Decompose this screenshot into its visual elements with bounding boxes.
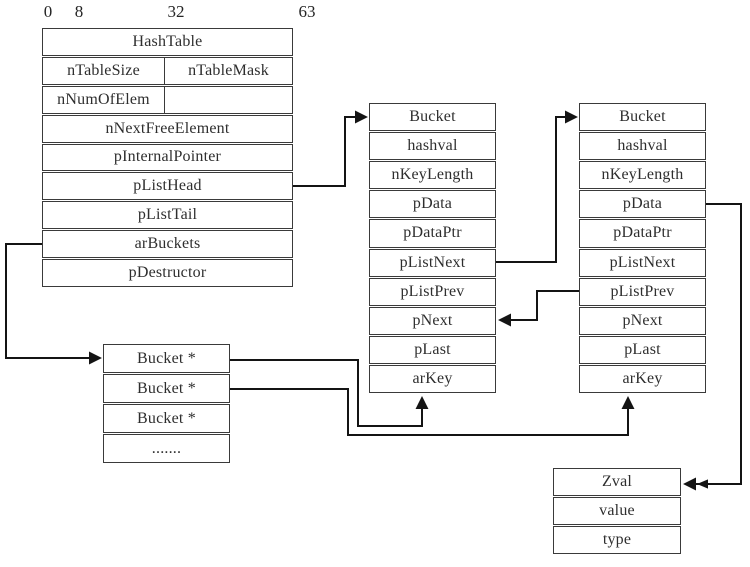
bucket2-field-pnext: pNext <box>579 306 706 335</box>
field-nnumofelem: nNumOfElem <box>43 86 165 113</box>
field-nnextfreeelement: nNextFreeElement <box>42 114 293 143</box>
arrow-plisthead-to-bucket1 <box>293 110 368 187</box>
field-empty-cell <box>165 87 292 113</box>
bucket1-field-plistprev: pListPrev <box>369 277 496 306</box>
hashtable-row-numofelem: nNumOfElem <box>42 85 293 114</box>
bucket-ptr-more: ....... <box>103 434 230 463</box>
arrow-bucketptr1-to-bucket2 <box>230 388 635 436</box>
bucket2-field-hashval: hashval <box>579 132 706 161</box>
bucket2-title: Bucket <box>579 103 706 132</box>
field-ntablemask: nTableMask <box>188 61 269 79</box>
bucket1-field-pdataptr: pDataPtr <box>369 219 496 248</box>
bucket1-field-pdata: pData <box>369 190 496 219</box>
hashtable-title: HashTable <box>42 28 293 56</box>
zval-field-value: value <box>553 497 681 525</box>
bucket1-field-plast: pLast <box>369 335 496 364</box>
arrow-plistnext-to-bucket2 <box>496 110 578 263</box>
bucket2-field-pdataptr: pDataPtr <box>579 219 706 248</box>
zval-struct: Zval value type <box>553 468 681 554</box>
bucket1-field-nkeylength: nKeyLength <box>369 161 496 190</box>
field-plisttail: pListTail <box>42 201 293 230</box>
ruler-label-8: 8 <box>74 2 84 21</box>
bucket1-title: Bucket <box>369 103 496 132</box>
bucket1-struct: Bucket hashval nKeyLength pData pDataPtr… <box>369 103 496 393</box>
bucket-ptr-0: Bucket * <box>103 344 230 373</box>
hashtable-row-size-mask: nTableSize nTableMask <box>42 56 293 85</box>
bucket1-field-pnext: pNext <box>369 306 496 335</box>
field-pdestructor: pDestructor <box>42 259 293 287</box>
arrow-pdata-to-zval-second-head <box>697 479 708 489</box>
bucket2-field-plistprev: pListPrev <box>579 277 706 306</box>
hashtable-struct: HashTable nTableSize nTableMask nNumOfEl… <box>42 28 293 287</box>
bucket-ptr-2: Bucket * <box>103 404 230 433</box>
arrow-plistprev-to-bucket1 <box>498 290 579 327</box>
bucket1-field-arkey: arKey <box>369 364 496 393</box>
bucket1-field-plistnext: pListNext <box>369 248 496 277</box>
ruler-label-0: 0 <box>43 2 53 21</box>
bucket-pointer-array: Bucket * Bucket * Bucket * ....... <box>103 344 230 463</box>
bucket2-field-arkey: arKey <box>579 364 706 393</box>
field-ntablesize: nTableSize <box>43 57 165 84</box>
bucket-ptr-1: Bucket * <box>103 374 230 403</box>
ruler-label-32: 32 <box>167 2 185 21</box>
zval-field-type: type <box>553 526 681 554</box>
bucket2-field-nkeylength: nKeyLength <box>579 161 706 190</box>
field-arbuckets: arBuckets <box>42 230 293 259</box>
bucket2-field-plast: pLast <box>579 335 706 364</box>
field-plisthead: pListHead <box>42 172 293 201</box>
bucket2-field-plistnext: pListNext <box>579 248 706 277</box>
bucket1-field-hashval: hashval <box>369 132 496 161</box>
ruler-label-63: 63 <box>298 2 316 21</box>
bucket2-field-pdata: pData <box>579 190 706 219</box>
zval-title: Zval <box>553 468 681 496</box>
field-pinternalpointer: pInternalPointer <box>42 143 293 172</box>
bucket2-struct: Bucket hashval nKeyLength pData pDataPtr… <box>579 103 706 393</box>
